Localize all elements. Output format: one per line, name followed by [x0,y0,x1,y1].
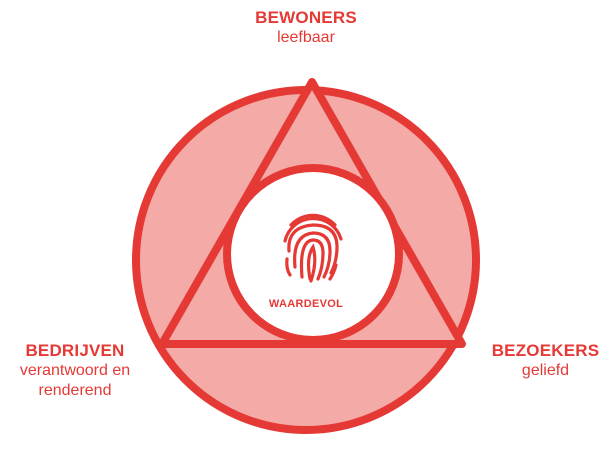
node-right-subtitle: geliefd [521,362,570,380]
node-top-title: BEWONERS [255,8,357,27]
center-label: WAARDEVOL [268,298,344,310]
fingerprint-icon [283,213,343,283]
node-top-bewoners: BEWONERS leefbaar [206,8,406,48]
node-right-bezoekers: BEZOEKERS geliefd [480,341,611,381]
node-left-subtitle-line2: renderend [38,381,112,399]
node-left-title: BEDRIJVEN [25,341,125,360]
node-left-subtitle-line1: verantwoord en [19,362,131,380]
node-right-title: BEZOEKERS [491,341,600,360]
node-top-subtitle: leefbaar [277,29,335,47]
node-left-bedrijven: BEDRIJVEN verantwoord en renderend [0,341,150,400]
